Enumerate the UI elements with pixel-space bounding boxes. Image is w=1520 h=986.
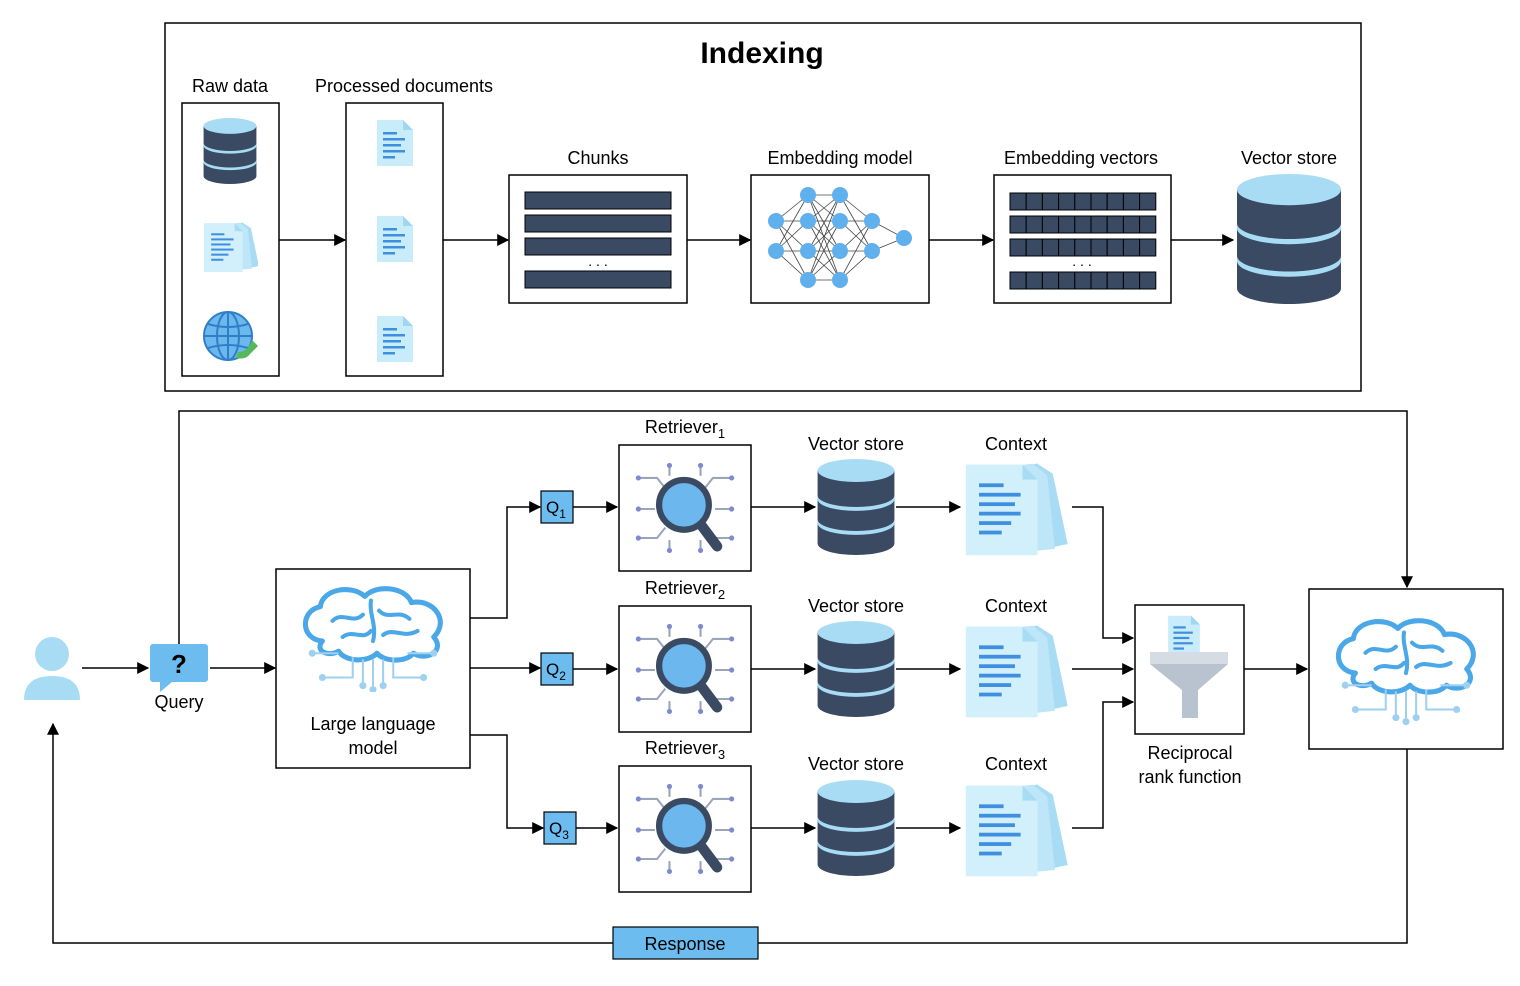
rrf-label-line2: rank function	[1138, 767, 1241, 787]
vector-grid	[1009, 192, 1157, 290]
document-icon	[377, 120, 413, 166]
context-documents-icon	[965, 622, 1068, 718]
retrieval-arrows	[47, 410, 1413, 944]
chunks-ellipsis: . . .	[588, 253, 607, 269]
query-variant-box: Q1	[540, 490, 574, 524]
response-label: Response	[644, 934, 725, 954]
embedding-vectors-label: Embedding vectors	[1004, 148, 1158, 168]
processed-documents-label: Processed documents	[315, 76, 493, 96]
documents-icon	[204, 221, 258, 272]
query-icon: ?	[150, 644, 208, 692]
brain-icon	[305, 589, 440, 694]
query-variant-box: Q3	[543, 811, 577, 845]
vector-store-icon	[1237, 174, 1341, 304]
indexing-title: Indexing	[700, 37, 823, 70]
context-documents-icon	[965, 781, 1068, 877]
llm-label-line2: model	[348, 738, 397, 758]
context-label: Context	[985, 596, 1047, 616]
vectors-ellipsis: . . .	[1072, 253, 1091, 269]
context-label: Context	[985, 434, 1047, 454]
indexing-vector-store-label: Vector store	[1241, 148, 1337, 168]
query-label: Query	[154, 692, 203, 712]
vector-store-label: Vector store	[808, 434, 904, 454]
neural-network-icon	[768, 187, 912, 288]
database-icon	[203, 118, 257, 184]
brain-icon	[1338, 621, 1473, 726]
llm-label-line1: Large language	[310, 714, 435, 734]
vector-store-icon	[817, 459, 895, 555]
indexing-panel	[164, 22, 1362, 392]
rrf-label-line1: Reciprocal	[1147, 743, 1232, 763]
document-icon	[377, 316, 413, 362]
query-variant-box: Q2	[540, 652, 574, 686]
vector-store-label: Vector store	[808, 596, 904, 616]
document-icon	[377, 216, 413, 262]
chunk-bars	[524, 191, 672, 289]
vector-store-icon	[817, 621, 895, 717]
retriever-label: Retriever1	[645, 417, 725, 441]
raw-data-label: Raw data	[192, 76, 269, 96]
globe-icon	[203, 311, 258, 361]
chunks-label: Chunks	[567, 148, 628, 168]
embedding-model-label: Embedding model	[767, 148, 912, 168]
svg-text:?: ?	[171, 649, 187, 679]
funnel-icon	[1150, 615, 1228, 718]
vector-store-icon	[817, 780, 895, 876]
response-box	[612, 926, 759, 960]
context-documents-icon	[965, 460, 1068, 556]
retriever-label: Retriever2	[645, 578, 725, 602]
retriever-label: Retriever3	[645, 738, 725, 762]
user-icon	[24, 637, 80, 700]
context-label: Context	[985, 754, 1047, 774]
vector-store-label: Vector store	[808, 754, 904, 774]
